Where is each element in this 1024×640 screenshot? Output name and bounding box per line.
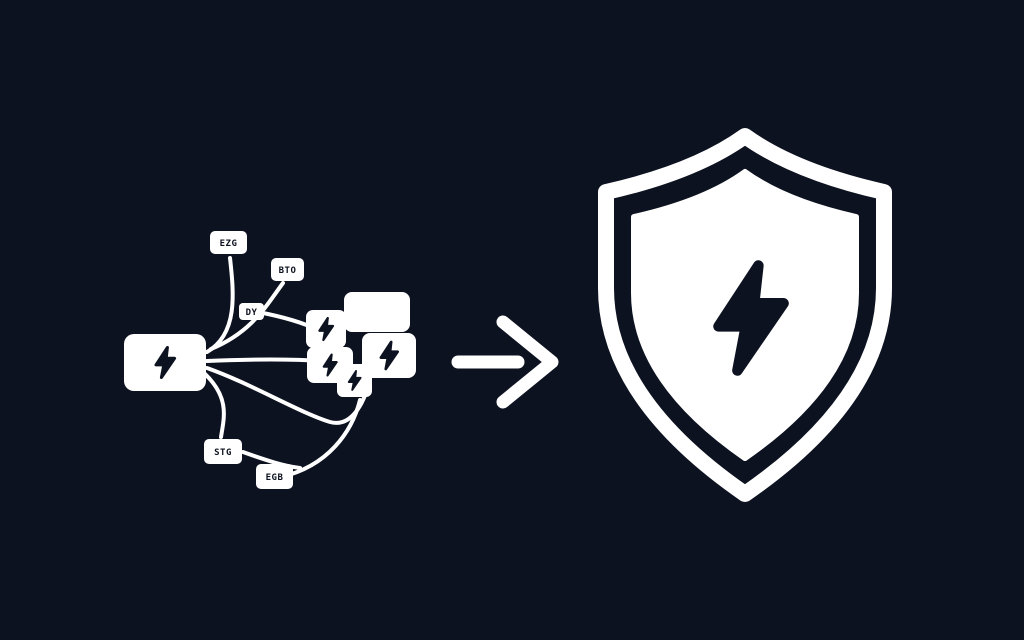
data-node: EGB: [256, 464, 293, 489]
data-node: EZG: [210, 231, 247, 254]
data-node-label: BTO: [279, 266, 297, 276]
data-node-box: [271, 258, 304, 281]
data-node-box: [239, 303, 264, 320]
source-node: [124, 334, 206, 391]
connector-curve: [205, 357, 326, 363]
connector-curve: [279, 398, 362, 479]
shield-lightning-bolt-icon: [713, 260, 789, 376]
data-node-label: EZG: [220, 239, 238, 249]
plain-node-box: [344, 292, 410, 332]
data-node-label: EGB: [266, 473, 284, 483]
data-node-box: [210, 231, 247, 254]
lightning-bolt-icon: [322, 353, 338, 377]
data-node: STG: [204, 439, 242, 464]
bolt-node-cluster: [306, 292, 416, 397]
data-node: DY: [239, 303, 264, 320]
data-node-box: [256, 464, 293, 489]
lightning-bolt-icon: [154, 345, 177, 380]
connector-curve: [203, 372, 226, 439]
shield-outline: [598, 128, 892, 502]
lightning-bolt-icon: [347, 370, 362, 391]
arrow-head: [496, 315, 559, 409]
lightning-bolt-icon: [318, 316, 335, 342]
connector-curve: [241, 450, 302, 470]
lightning-bolt-icon: [379, 340, 399, 371]
data-node-label: DY: [246, 308, 258, 318]
flow-arrow: [451, 315, 559, 409]
data-node-label: STG: [214, 448, 232, 458]
data-node-box: [204, 439, 242, 464]
shield: [598, 128, 892, 502]
connector-lines: [203, 256, 371, 479]
data-node: BTO: [271, 258, 304, 281]
